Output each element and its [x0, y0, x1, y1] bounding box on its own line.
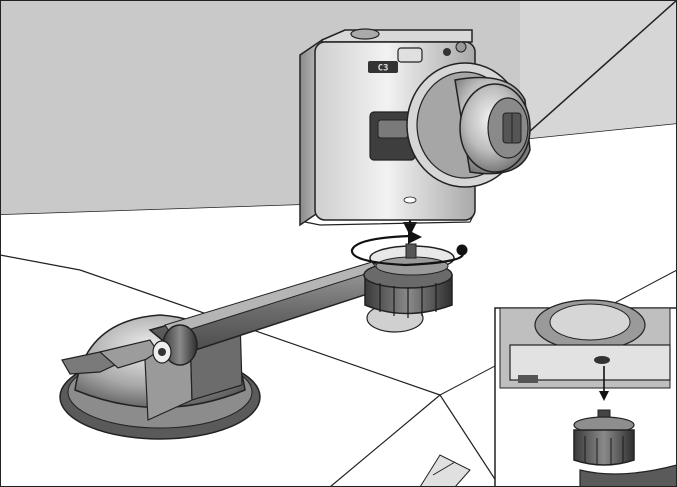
rotation-arrow-icon	[350, 230, 468, 267]
inset-detail-panel	[494, 299, 677, 487]
camera-badge: C3	[378, 64, 389, 74]
camera-icon: C3	[299, 28, 531, 227]
